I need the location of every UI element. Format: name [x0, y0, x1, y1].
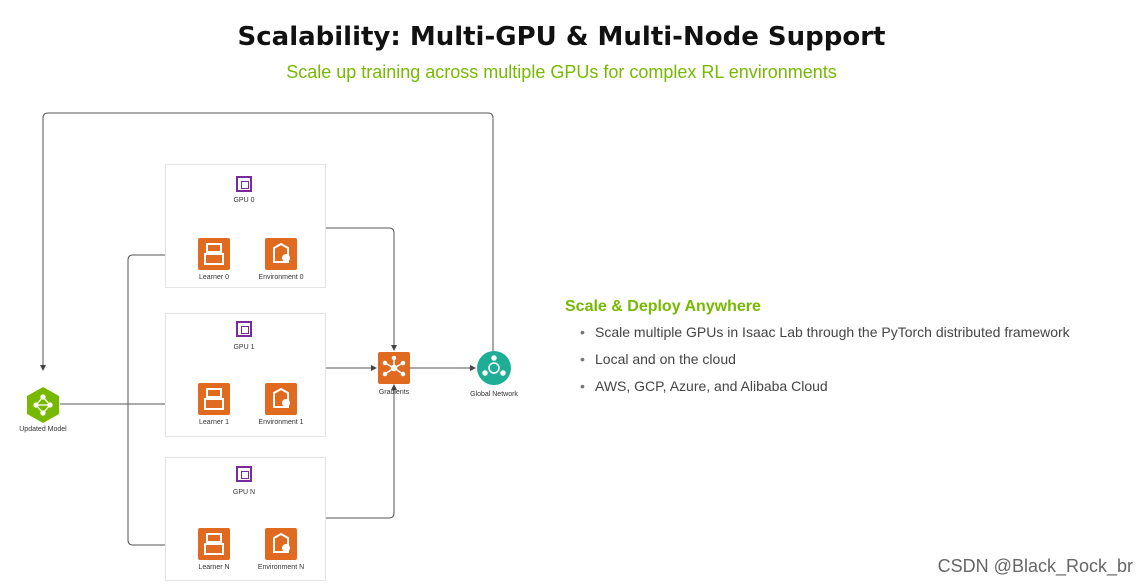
neural-network-hex-icon — [27, 387, 59, 423]
gpu-box-1 — [165, 313, 326, 437]
bullet-item: Local and on the cloud — [580, 351, 1070, 378]
section-heading: Scale & Deploy Anywhere — [565, 298, 761, 315]
learner-label: Learner 1 — [199, 419, 229, 426]
gpu-box-n — [165, 457, 326, 581]
bullet-item: Scale multiple GPUs in Isaac Lab through… — [580, 324, 1070, 351]
global-network-label: Global Network — [470, 391, 518, 398]
environment-label: Environment 0 — [258, 274, 304, 281]
gpu-chip-icon — [236, 466, 252, 482]
learner-icon — [198, 238, 230, 270]
gradients-label: Gradients — [378, 389, 410, 396]
gpu-chip-icon — [236, 176, 252, 192]
environment-icon — [265, 528, 297, 560]
environment-label: Environment 1 — [258, 419, 304, 426]
gpu-label: GPU 0 — [233, 197, 255, 204]
environment-label: Environment N — [257, 564, 305, 571]
gpu-label: GPU 1 — [233, 344, 255, 351]
slide-subtitle: Scale up training across multiple GPUs f… — [286, 62, 837, 82]
slide-title: Scalability: Multi-GPU & Multi-Node Supp… — [237, 22, 886, 52]
bullet-list: Scale multiple GPUs in Isaac Lab through… — [580, 324, 1070, 405]
gpu-box-0 — [165, 164, 326, 288]
gpu-label: GPU N — [232, 489, 256, 496]
gradients-icon — [378, 352, 410, 384]
environment-icon — [265, 383, 297, 415]
learner-icon — [198, 383, 230, 415]
global-network-icon — [477, 351, 511, 385]
updated-model-label: Updated Model — [19, 426, 67, 433]
bullet-item: AWS, GCP, Azure, and Alibaba Cloud — [580, 378, 1070, 405]
watermark: CSDN @Black_Rock_br — [937, 556, 1133, 576]
learner-label: Learner N — [198, 564, 230, 571]
learner-icon — [198, 528, 230, 560]
environment-icon — [265, 238, 297, 270]
gpu-chip-icon — [236, 321, 252, 337]
learner-label: Learner 0 — [199, 274, 229, 281]
